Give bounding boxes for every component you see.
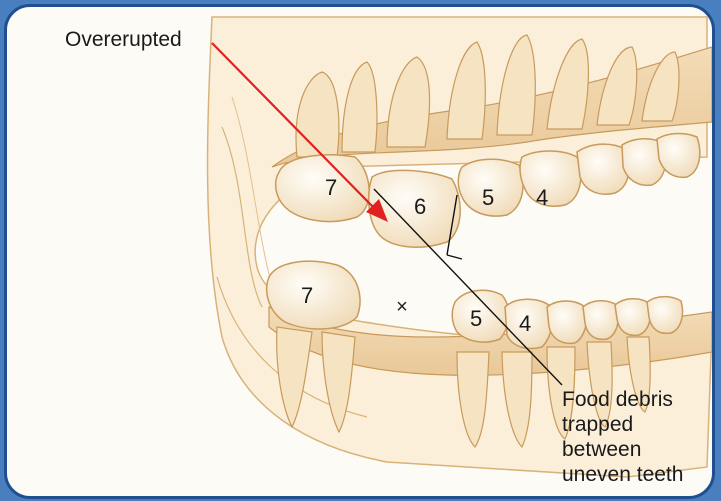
upper-tooth-number-7: 7	[325, 175, 337, 201]
missing-tooth-marker: ×	[396, 296, 408, 318]
lower-tooth-number-4: 4	[519, 311, 531, 337]
overerupted-label: Overerupted	[65, 27, 182, 52]
lower-tooth-number-7: 7	[301, 283, 313, 309]
illustration-panel: × 7 6 5 4 7 5 4 Overerupted Food debris …	[4, 4, 715, 499]
lower-tooth-number-5: 5	[470, 306, 482, 332]
food-debris-label-line-2: trapped	[562, 412, 715, 437]
upper-tooth-number-5: 5	[482, 185, 494, 211]
food-debris-label-line-4: uneven teeth	[562, 462, 715, 487]
food-debris-label-line-1: Food debris	[562, 387, 715, 412]
gap-indicator-tick	[447, 255, 462, 259]
upper-tooth-number-4: 4	[536, 185, 548, 211]
food-debris-label-line-3: between	[562, 437, 715, 462]
upper-tooth-number-6: 6	[414, 194, 426, 220]
food-debris-label: Food debris trapped between uneven teeth	[562, 387, 715, 487]
